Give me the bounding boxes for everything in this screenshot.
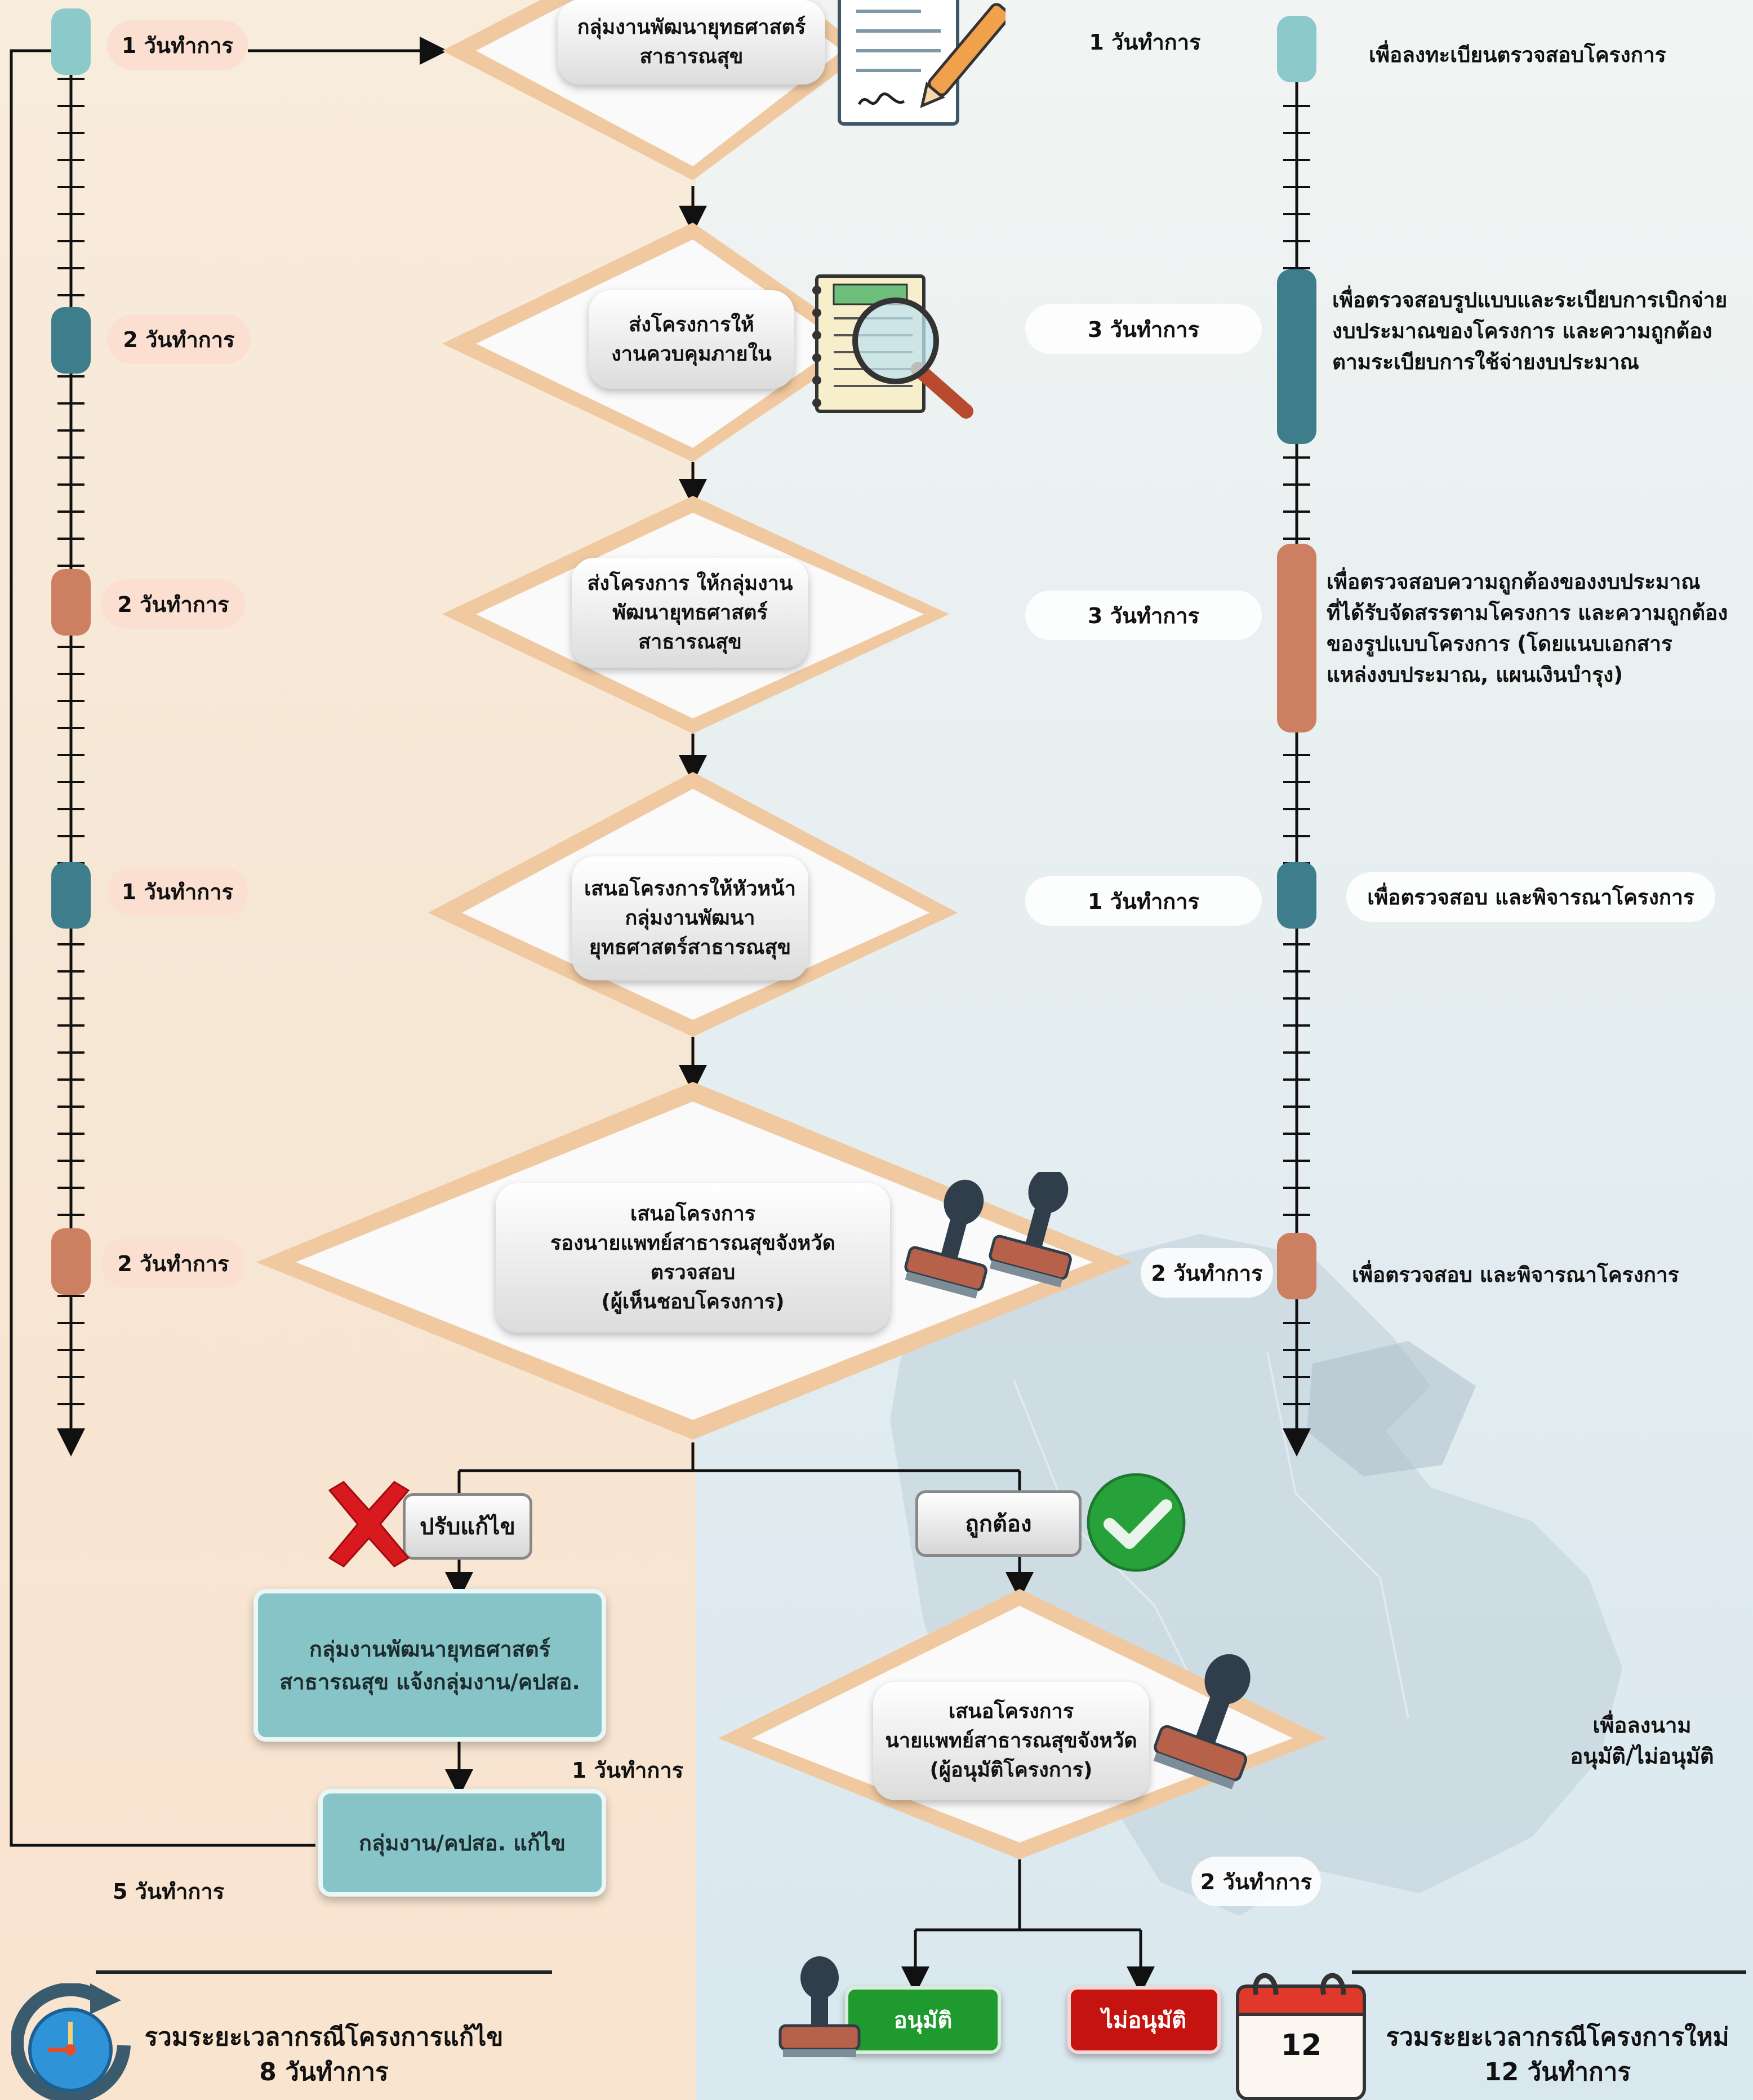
revise-total: รวมระยะเวลากรณีโครงการแก้ไข 8 วันทำการ: [141, 2020, 507, 2090]
left-segment-4: [51, 862, 91, 929]
step3-title-line: ส่งโครงการ ให้กลุ่มงาน: [587, 571, 793, 595]
summary-line: 8 วันทำการ: [259, 2058, 389, 2086]
purpose-line: ของรูปแบบโครงการ (โดยแนบเอกสาร: [1327, 632, 1672, 656]
step2-purpose: เพื่อตรวจสอบรูปแบบและระเบียบการเบิกจ่าย …: [1332, 285, 1749, 378]
step3-purpose: เพื่อตรวจสอบความถูกต้องของงบประมาณ ที่ได…: [1327, 566, 1749, 690]
summary-line: รวมระยะเวลากรณีโครงการแก้ไข: [144, 2023, 504, 2052]
step5-title-line: รองนายแพทย์สาธารณสุขจังหวัด: [550, 1231, 835, 1255]
approve-button[interactable]: อนุมัติ: [845, 1986, 1001, 2054]
stamp-icon: [1153, 1654, 1251, 1790]
purpose-line: อนุมัติ/ไม่อนุมัติ: [1570, 1744, 1714, 1769]
step2-title-line: งานควบคุมภายใน: [611, 342, 772, 366]
step5-title: เสนอโครงการ รองนายแพทย์สาธารณสุขจังหวัด …: [496, 1183, 890, 1333]
notify-line: สาธารณสุข แจ้งกลุ่มงาน/คปสอ.: [279, 1669, 580, 1694]
fix-box: กลุ่มงาน/คปสอ. แก้ไข: [318, 1789, 606, 1897]
step2-title: ส่งโครงการให้ งานควบคุมภายใน: [589, 290, 794, 389]
clock-icon: [11, 1983, 131, 2100]
step1-right-days: 1 วันทำการ: [1089, 29, 1201, 55]
step1-title-line: สาธารณสุข: [639, 45, 744, 68]
correct-label: ถูกต้อง: [915, 1490, 1082, 1557]
final-title-line: เสนอโครงการ: [948, 1700, 1074, 1723]
new-total: รวมระยะเวลากรณีโครงการใหม่ 12 วันทำการ: [1369, 2020, 1746, 2090]
summary-line: รวมระยะเวลากรณีโครงการใหม่: [1386, 2023, 1729, 2052]
step4-title-line: เสนอโครงการให้หัวหน้า: [584, 877, 796, 900]
final-purpose: เพื่อลงนาม อนุมัติ/ไม่อนุมัติ: [1566, 1710, 1718, 1772]
right-segment-4: [1277, 862, 1316, 929]
step4-purpose: เพื่อตรวจสอบ และพิจารณาโครงการ: [1346, 872, 1715, 922]
purpose-line: แหล่งงบประมาณ, แผนเงินบำรุง): [1327, 663, 1623, 687]
purpose-line: เพื่อลงทะเบียนตรวจสอบโครงการ: [1369, 43, 1666, 67]
step5-title-line: เสนอโครงการ: [630, 1202, 756, 1226]
step5-title-line: ตรวจสอบ: [650, 1260, 736, 1284]
step5-right-days: 2 วันทำการ: [1141, 1248, 1273, 1298]
step3-left-days: 2 วันทำการ: [101, 579, 245, 629]
check-circle-icon: [1087, 1473, 1186, 1572]
final-step-title: เสนอโครงการ นายแพทย์สาธารณสุขจังหวัด (ผู…: [873, 1682, 1149, 1800]
step3-title: ส่งโครงการ ให้กลุ่มงาน พัฒนายุทธศาสตร์ ส…: [572, 558, 808, 668]
final-title-line: นายแพทย์สาธารณสุขจังหวัด: [885, 1729, 1137, 1752]
purpose-line: เพื่อตรวจสอบรูปแบบและระเบียบการเบิกจ่าย: [1332, 288, 1728, 312]
left-segment-2: [51, 307, 91, 374]
final-days: 2 วันทำการ: [1191, 1857, 1321, 1906]
purpose-line: ที่ได้รับจัดสรรตามโครงการ และความถูกต้อง: [1327, 601, 1728, 625]
notify-days: 1 วันทำการ: [572, 1758, 684, 1783]
right-segment-5: [1277, 1233, 1316, 1299]
document-signature-icon: [838, 0, 1005, 126]
step2-right-days: 3 วันทำการ: [1025, 304, 1262, 354]
step1-title: กลุ่มงานพัฒนายุทธศาสตร์ สาธารณสุข: [558, 0, 825, 85]
step4-right-days: 1 วันทำการ: [1025, 876, 1262, 926]
step4-title-line: กลุ่มงานพัฒนา: [625, 907, 755, 930]
purpose-line: เพื่อลงนาม: [1592, 1713, 1692, 1738]
x-mark-icon: [328, 1481, 410, 1568]
magnifier-report-icon: [812, 274, 973, 419]
step3-right-days: 3 วันทำการ: [1025, 591, 1262, 640]
left-segment-3: [51, 569, 91, 636]
purpose-line: ตามระเบียบการใช้จ่ายงบประมาณ: [1332, 350, 1639, 374]
calendar-number: 12: [1280, 2028, 1322, 2062]
right-segment-2: [1277, 269, 1316, 444]
left-segment-5: [51, 1228, 91, 1295]
notify-line: กลุ่มงานพัฒนายุทธศาสตร์: [309, 1636, 551, 1662]
step1-left-days: 1 วันทำการ: [107, 20, 248, 70]
step5-title-line: (ผู้เห็นชอบโครงการ): [601, 1290, 785, 1313]
step1-purpose: เพื่อลงทะเบียนตรวจสอบโครงการ: [1369, 39, 1666, 70]
step2-title-line: ส่งโครงการให้: [629, 313, 754, 336]
step4-title: เสนอโครงการให้หัวหน้า กลุ่มงานพัฒนา ยุทธ…: [572, 856, 808, 980]
step4-left-days: 1 วันทำการ: [107, 867, 248, 916]
left-segment-1: [51, 8, 91, 75]
right-segment-1: [1277, 16, 1316, 82]
step2-left-days: 2 วันทำการ: [107, 314, 251, 364]
step1-title-line: กลุ่มงานพัฒนายุทธศาสตร์: [577, 16, 806, 39]
step3-title-line: สาธารณสุข: [638, 630, 742, 654]
summary-line: 12 วันทำการ: [1484, 2058, 1631, 2086]
step5-purpose: เพื่อตรวจสอบ และพิจารณาโครงการ: [1352, 1259, 1679, 1290]
purpose-line: เพื่อตรวจสอบ และพิจารณาโครงการ: [1352, 1263, 1679, 1287]
fix-days: 5 วันทำการ: [113, 1879, 225, 1904]
step3-title-line: พัฒนายุทธศาสตร์: [612, 601, 768, 624]
final-title-line: (ผู้อนุมัติโครงการ): [929, 1759, 1093, 1782]
revise-label: ปรับแก้ไข: [403, 1493, 532, 1560]
step5-left-days: 2 วันทำการ: [101, 1238, 245, 1288]
right-segment-3: [1277, 544, 1316, 732]
notify-box: กลุ่มงานพัฒนายุทธศาสตร์ สาธารณสุข แจ้งกล…: [253, 1589, 606, 1742]
stamp-icon: [778, 1956, 861, 2057]
calendar-icon: [1236, 1973, 1366, 2100]
purpose-line: งบประมาณของโครงการ และความถูกต้อง: [1332, 319, 1712, 343]
stamp-icon: [904, 1172, 1072, 1299]
step4-title-line: ยุทธศาสตร์สาธารณสุข: [589, 936, 791, 959]
purpose-line: เพื่อตรวจสอบความถูกต้องของงบประมาณ: [1327, 570, 1701, 594]
reject-button[interactable]: ไม่อนุมัติ: [1067, 1986, 1221, 2054]
